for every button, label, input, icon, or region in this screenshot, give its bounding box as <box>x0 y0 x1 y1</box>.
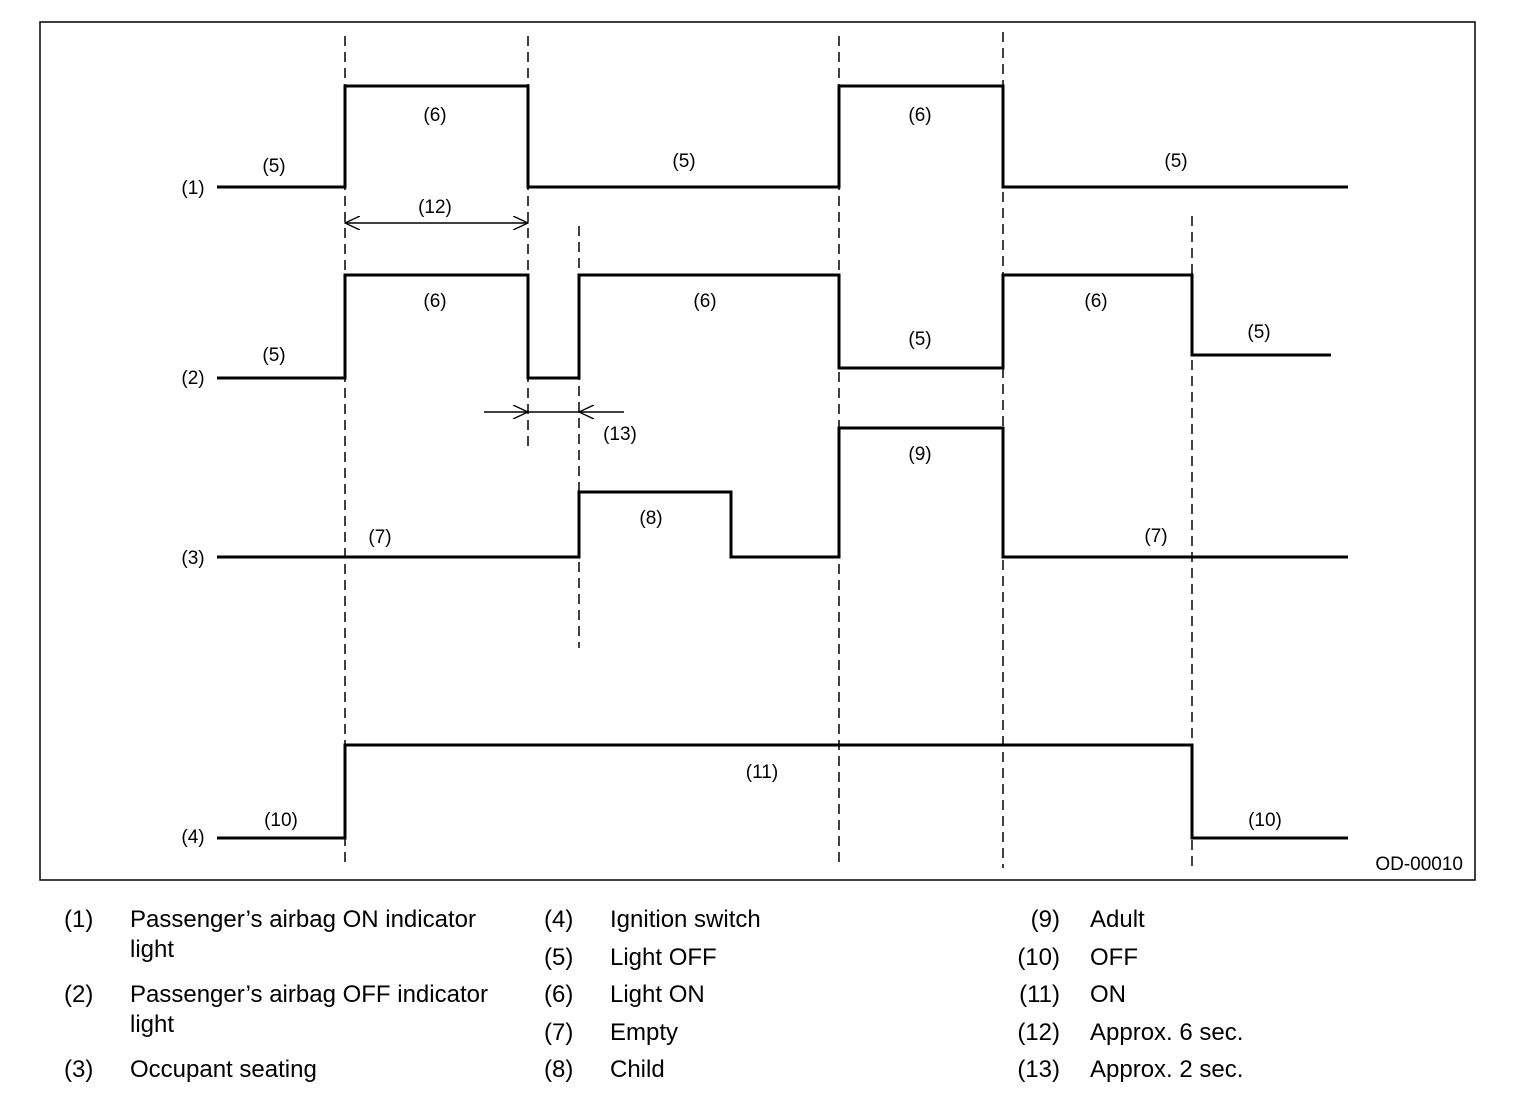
row3-state-label: (7) <box>1144 526 1167 547</box>
legend-text: OFF <box>1090 944 1138 971</box>
row2-state-label: (5) <box>908 329 931 350</box>
legend-number: (13) <box>1017 1056 1060 1083</box>
legend-number: (4) <box>544 906 574 933</box>
row3-state-label: (9) <box>908 444 931 465</box>
row3-state-label: (7) <box>368 527 391 548</box>
row2-state-label: (5) <box>262 345 285 366</box>
legend-text: Empty <box>610 1019 679 1046</box>
legend-text: Light OFF <box>610 944 717 971</box>
legend-number: (11) <box>1019 981 1060 1008</box>
legend-number: (8) <box>544 1056 574 1083</box>
diagram-frame <box>39 21 1476 881</box>
row2-state-label: (6) <box>423 291 446 312</box>
legend-text: ON <box>1090 981 1126 1008</box>
row-label-3: (3) <box>181 548 204 569</box>
row2-state-label: (6) <box>1084 291 1107 312</box>
row1-state-label: (5) <box>1164 151 1187 172</box>
legend-text: Passenger’s airbag ON indicator <box>130 906 476 933</box>
waveform-row4 <box>217 743 1348 840</box>
legend-number: (6) <box>544 981 574 1008</box>
legend-text: Child <box>610 1056 665 1083</box>
row-label-2: (2) <box>181 368 204 389</box>
timing-diagram: (1) (2) (3) (4) (5) (6) (5) (6) (5) (12)… <box>39 21 1476 881</box>
row3-state-label: (8) <box>639 508 662 529</box>
legend-text-cont: light <box>130 936 175 963</box>
row4-state-label: (10) <box>264 810 298 831</box>
waveform-row1 <box>217 84 1348 189</box>
legend-number: (10) <box>1017 944 1060 971</box>
row1-state-label: (5) <box>262 156 285 177</box>
legend-text: Light ON <box>610 981 705 1008</box>
diagram-code: OD-00010 <box>1375 854 1463 875</box>
legend-text: Adult <box>1090 906 1145 933</box>
legend-number: (12) <box>1017 1019 1060 1046</box>
legend-number: (5) <box>544 944 574 971</box>
row1-state-label: (6) <box>908 105 931 126</box>
legend-text: Approx. 2 sec. <box>1090 1056 1244 1083</box>
legend-number: (3) <box>64 1056 94 1083</box>
duration-12-label: (12) <box>418 197 452 218</box>
row2-state-label: (6) <box>693 291 716 312</box>
row-label-1: (1) <box>181 178 204 199</box>
duration-13-label: (13) <box>603 424 637 445</box>
legend-text: Ignition switch <box>610 906 761 933</box>
legend-number: (1) <box>64 906 94 933</box>
guide-lines <box>344 32 1193 868</box>
legend-text-cont: light <box>130 1011 175 1038</box>
legend-number: (2) <box>64 981 94 1008</box>
legend-text: Passenger’s airbag OFF indicator <box>130 981 488 1008</box>
row4-state-label: (10) <box>1248 810 1282 831</box>
waveform-row2 <box>217 273 1331 380</box>
legend-text: Approx. 6 sec. <box>1090 1019 1244 1046</box>
waveform-row3 <box>217 426 1348 559</box>
row2-state-label: (5) <box>1247 322 1270 343</box>
row1-state-label: (6) <box>423 105 446 126</box>
row1-state-label: (5) <box>672 151 695 172</box>
legend-number: (9) <box>1030 906 1060 933</box>
row-label-4: (4) <box>181 827 204 848</box>
row4-state-label: (11) <box>746 762 778 783</box>
legend-text: Occupant seating <box>130 1056 317 1083</box>
legend-number: (7) <box>544 1019 574 1046</box>
